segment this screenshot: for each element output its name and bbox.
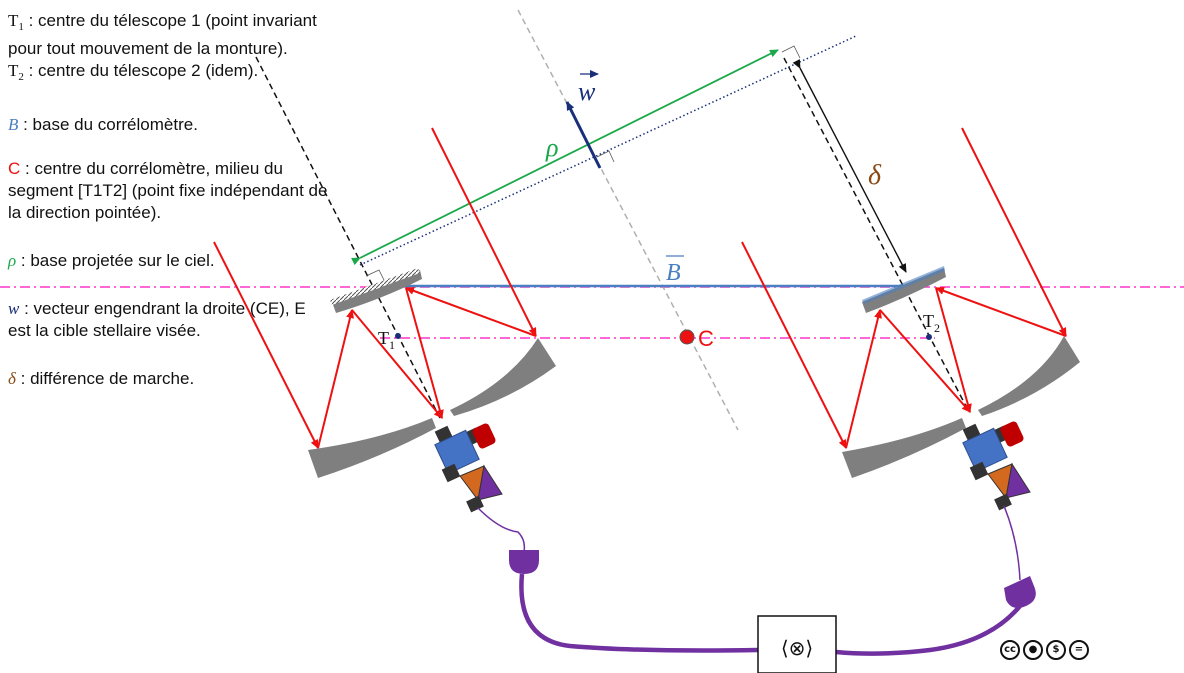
detector-red [1000,421,1024,447]
right-angle-mark [596,150,615,163]
t2-pointing-line [783,57,969,411]
fiber-1-thin [477,507,526,553]
legend-rho: ρ : base projetée sur le ciel. [8,251,215,270]
detector-block [969,461,989,481]
t2-label: T2 [923,311,940,335]
secondary-mirror-2 [862,268,946,313]
legend-t2: T2 : centre du télescope 2 (idem). [8,61,259,83]
reflected-beam [317,309,354,449]
prism-purple [1005,462,1031,499]
right-angle-mark [365,269,386,283]
delta-label: δ [868,160,882,191]
nc-icon: $ [1046,640,1066,660]
focused-beam [879,309,971,413]
fiber-2-thin [1003,505,1021,581]
projected-sky-line [359,35,857,266]
t2-point [926,334,932,340]
fiber-2 [835,604,1022,656]
focused-beam [351,309,443,419]
detector-red [472,423,496,449]
detector-block [441,463,461,483]
detector-block [994,493,1012,511]
detector-blue [962,427,1008,473]
secondary-mirror-1 [332,270,422,313]
primary-mirror-1-left [308,418,436,478]
reflected-beam [935,287,1067,337]
secondary-mirror-1-hatch [330,268,420,305]
w-vector [565,101,602,169]
primary-mirror-1-right [450,338,556,416]
telescope-1 [213,127,556,513]
correlator-label: ⟨⊗⟩ [781,636,813,660]
primary-mirror-2-left [842,418,966,478]
t1-point [395,333,401,339]
t1-pointing-line [255,56,441,419]
telescope-2 [741,127,1080,511]
rho-label: ρ [545,133,558,162]
legend-c: C : centre du corrélomètre, milieu du se… [8,159,328,222]
fiber-coupler-1 [509,550,539,574]
detector-block [466,495,484,513]
b-label: B [666,260,681,286]
t1-label: T1 [378,328,395,352]
focused-beam [405,287,444,419]
detector-blue [434,429,480,475]
right-angle-mark [781,45,801,59]
fiber-1 [519,573,759,653]
legend-t1: T1 : centre du télescope 1 (point invari… [8,11,317,58]
target-direction-line [517,9,739,431]
secondary-mirror-2-hatch [862,266,945,304]
incoming-beam [741,241,847,449]
rho-arrow [351,49,779,266]
reflected-beam [845,309,882,449]
incoming-beam [961,127,1067,337]
legend-w: w : vecteur engendrant la droite (CE), E… [8,299,306,340]
fiber-coupler-2 [1004,576,1036,608]
cc-icon: cc [1000,640,1020,660]
reflected-beam [405,287,537,337]
incoming-beam [431,127,537,337]
license-badges: cc ● $ = [1000,640,1089,660]
c-label: C [698,326,714,351]
focused-beam [935,287,972,413]
w-label: w [578,77,596,106]
prism-purple [477,464,503,501]
center-point-c [679,329,695,345]
incoming-beam [213,241,319,449]
legend-delta: δ : différence de marche. [8,369,195,388]
delta-arrow [792,59,907,273]
nd-icon: = [1069,640,1089,660]
by-icon: ● [1023,640,1043,660]
legend-b: B : base du corrélomètre. [8,115,198,134]
primary-mirror-2-right [978,336,1080,416]
legend: T1 : centre du télescope 1 (point invari… [8,10,328,390]
correlator-box [757,615,837,673]
